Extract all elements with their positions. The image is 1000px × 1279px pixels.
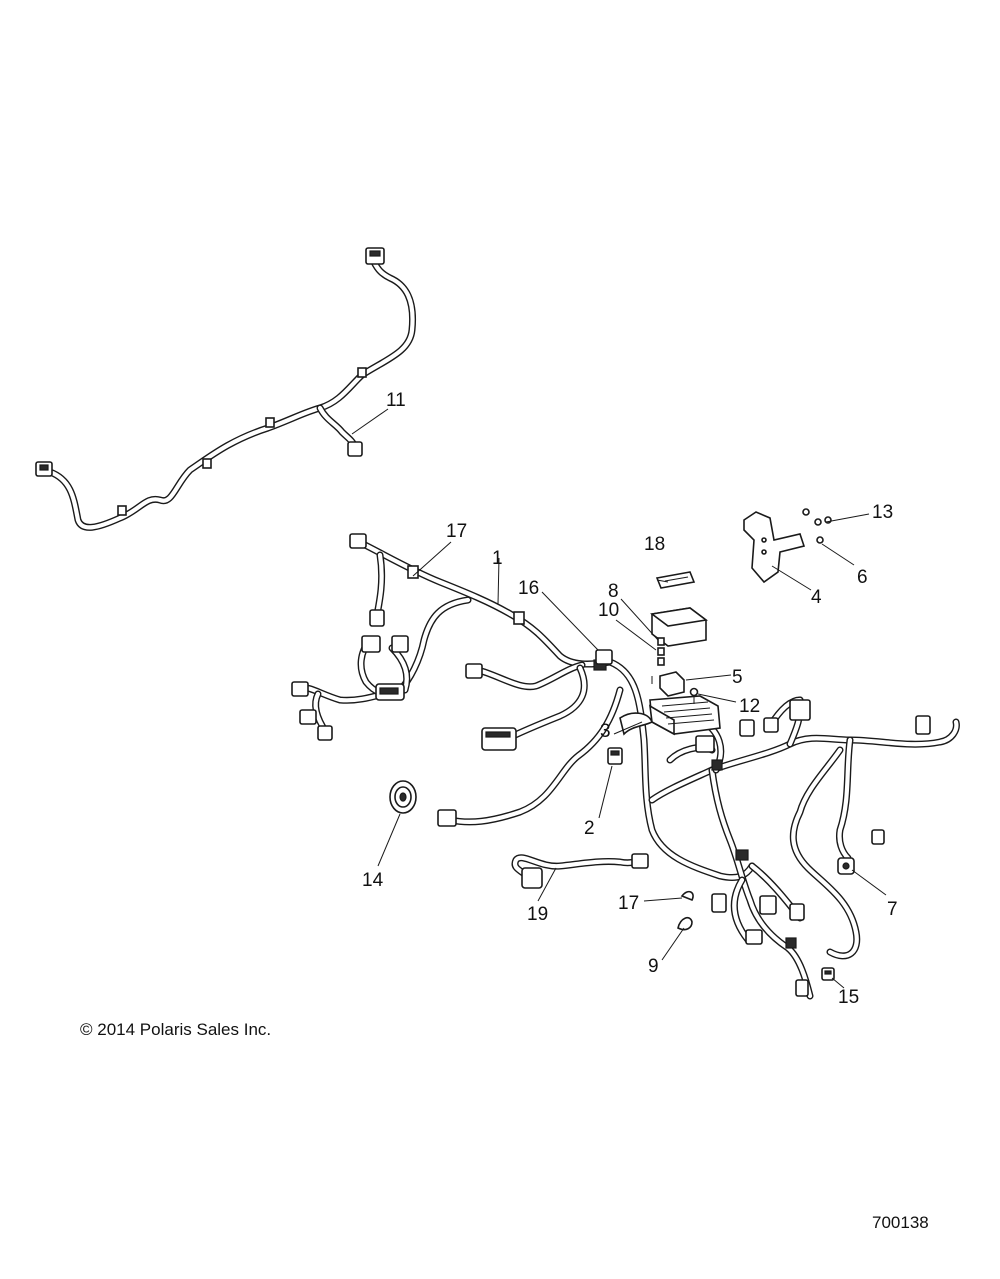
copyright-text: © 2014 Polaris Sales Inc. xyxy=(80,1020,272,1039)
fuse-label-18 xyxy=(655,571,696,589)
cable-tie-9 xyxy=(677,916,693,931)
callout-1: 1 xyxy=(492,548,503,569)
sub-harness-19 xyxy=(511,853,649,889)
screw-12 xyxy=(689,687,699,704)
fuses-10 xyxy=(657,637,665,666)
fasteners-13-6 xyxy=(802,508,832,544)
callout-16: 16 xyxy=(518,578,539,599)
callout-numbers: 1 2 3 4 5 6 7 8 9 10 11 12 13 14 15 16 1… xyxy=(362,390,898,1008)
callout-7: 7 xyxy=(887,899,898,920)
main-harness xyxy=(291,533,960,1000)
callout-8: 8 xyxy=(608,581,619,602)
clip-17-lower xyxy=(680,890,694,902)
callout-3: 3 xyxy=(600,721,611,742)
callout-9: 9 xyxy=(648,956,659,977)
callout-15: 15 xyxy=(838,987,859,1008)
relay-5 xyxy=(651,671,685,697)
fuse-box-cover-8 xyxy=(650,607,708,647)
callout-14: 14 xyxy=(362,870,384,891)
clip-15 xyxy=(821,967,835,981)
callout-17-upper: 17 xyxy=(446,521,467,542)
sensor-7 xyxy=(837,857,855,875)
leader-lines xyxy=(351,408,887,989)
callout-4: 4 xyxy=(811,587,822,608)
callout-13: 13 xyxy=(872,502,893,523)
rear-harness xyxy=(35,247,417,531)
callout-18: 18 xyxy=(644,534,665,555)
grommet-14 xyxy=(389,780,417,814)
figure-number: 700138 xyxy=(872,1213,929,1232)
callout-6: 6 xyxy=(857,567,868,588)
callout-2: 2 xyxy=(584,818,595,839)
callout-17-lower: 17 xyxy=(618,893,639,914)
callout-19: 19 xyxy=(527,904,548,925)
bracket-4 xyxy=(743,511,806,584)
callout-12: 12 xyxy=(739,696,760,717)
callout-10: 10 xyxy=(598,600,619,621)
callout-11: 11 xyxy=(386,390,406,411)
callout-5: 5 xyxy=(732,667,743,688)
